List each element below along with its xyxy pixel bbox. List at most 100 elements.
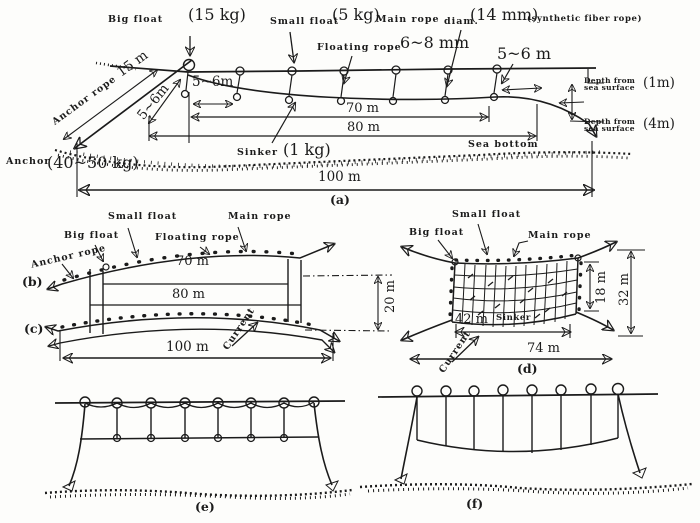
spacing-pointer: [502, 63, 514, 83]
a-sinker-value: (1 kg): [283, 140, 331, 159]
d-label-pointers: [437, 223, 529, 258]
b-panel-tag: (b): [22, 274, 43, 289]
d-current-arrow: [451, 337, 478, 363]
a-dim-80: 80 m: [347, 120, 381, 135]
a-small-float-value: (5 kg): [332, 5, 380, 24]
panel-b-drawing: [48, 226, 393, 334]
depth-4m-tick: [569, 120, 605, 123]
b-centerlines: [302, 274, 393, 332]
f-anchor-legs: [400, 393, 641, 480]
small-floats-surface: [235, 64, 502, 76]
a-big-float-label: Big float: [108, 14, 164, 25]
sea-surface-line: [109, 65, 597, 73]
d-main-rope-label: Main rope: [528, 230, 592, 241]
main-rope-line: [187, 74, 596, 136]
f-lower-rope: [416, 437, 619, 453]
dim-ticks: [76, 104, 593, 197]
floating-rope-connectors: [185, 71, 498, 98]
floating-rope-pointer: [344, 55, 353, 83]
a-depth-deep-line1: Depth from: [584, 117, 636, 126]
d-float-dots-left: [448, 266, 454, 320]
e-panel-tag: (e): [195, 499, 215, 514]
a-depth-shallow-value: (1m): [643, 75, 675, 91]
a-main-rope-label: Main rope: [376, 14, 440, 25]
d-dim-18-ticks: [584, 261, 599, 312]
d-net-hatches: [467, 273, 568, 319]
d-dim-42: 42 m: [455, 312, 489, 327]
e-lower-rings: [112, 433, 289, 443]
a-depth-deep-line2: sea surface: [584, 124, 635, 133]
a-depth-deep-label: Depth from sea surface: [584, 117, 636, 133]
f-floats: [411, 382, 625, 397]
panel-a-drawing: [54, 29, 633, 197]
depth-pointer: [560, 102, 585, 103]
d-small-float-label: Small float: [452, 209, 522, 220]
panel-e-drawing: [44, 396, 353, 500]
a-sinker-label: Sinker: [237, 147, 279, 158]
a-depth-shallow-label: Depth from sea surface: [584, 76, 636, 92]
a-material-note: (synthetic fiber rope): [527, 14, 643, 24]
a-depth-shallow-line2: sea surface: [584, 83, 635, 92]
e-anchor-right: [325, 480, 339, 492]
a-depth-shallow-line1: Depth from: [584, 76, 636, 85]
e-rope-sags: [84, 401, 315, 409]
d-dim-74: 74 m: [527, 341, 561, 356]
f-drop-lines: [416, 394, 619, 453]
c-panel-tag: (c): [24, 321, 44, 336]
e-anchor-left: [61, 480, 76, 492]
a-diam-value: (14 mm): [470, 5, 539, 24]
panel-f-drawing: [359, 382, 693, 495]
d-sinker-label: Sinker: [496, 313, 531, 323]
c-current-arrow: [231, 323, 257, 347]
a-floating-rope-label: Floating rope: [317, 42, 402, 53]
sinker-pointer: [271, 103, 295, 144]
e-surface-line: [54, 400, 346, 404]
f-anchor-right: [631, 467, 647, 479]
b-label-pointers: [61, 226, 246, 278]
a-float-spacing: 5~6 m: [497, 44, 552, 63]
a-anchor-label: Anchor: [6, 156, 51, 167]
e-drop-lines: [116, 408, 285, 438]
c-dim-ticks: [59, 331, 334, 361]
a-panel-tag: (a): [330, 192, 350, 207]
b-big-float-label: Big float: [64, 230, 120, 241]
anchor-rope-dimension: [64, 70, 157, 139]
sinker-rings-on-main-rope: [180, 89, 499, 106]
b-dim-80: 80 m: [172, 287, 206, 302]
panel-d-drawing: [402, 223, 645, 363]
e-sea-bottom-stipple: [44, 488, 353, 500]
d-big-float-right: [574, 254, 582, 262]
a-dim-70: 70 m: [346, 101, 380, 116]
float-spacing-arrow-line: [503, 88, 541, 90]
b-main-rope: [48, 244, 334, 289]
anchor-rope-line: [75, 59, 193, 148]
e-anchor-legs: [68, 402, 333, 487]
d-net-cols: [461, 260, 568, 328]
a-dim-100: 100 m: [318, 169, 361, 185]
a-sea-bottom-label: Sea bottom: [468, 139, 539, 150]
b-small-float-label: Small float: [108, 211, 178, 222]
c-dim-20: 20 m: [383, 279, 398, 313]
small-float-pointer: [290, 31, 294, 62]
d-dim-32: 32 m: [617, 272, 632, 306]
b-frame-bars: [89, 259, 302, 334]
panel-c-drawing: [46, 277, 378, 361]
d-anchor-ropes: [402, 242, 616, 340]
c-rope-lower: [49, 328, 334, 352]
d-dim-42-ticks: [455, 324, 571, 338]
b-main-rope-label: Main rope: [228, 211, 292, 222]
a-depth-deep-value: (4m): [643, 116, 675, 132]
depth-1m-bracket: [587, 69, 604, 84]
f-panel-tag: (f): [466, 496, 484, 511]
d-float-dots-right: [577, 261, 583, 312]
f-anchor-left: [393, 473, 408, 485]
a-anchor-value: (40~50 kg): [47, 153, 139, 172]
d-dim-32-ticks: [617, 249, 645, 337]
e-lower-rope: [79, 436, 319, 440]
d-dim-18: 18 m: [594, 270, 609, 304]
b-floating-rope-label: Floating rope: [155, 232, 240, 243]
sea-bottom-stipple: [54, 148, 633, 172]
a-floating-rope-value: 6~8 mm: [400, 33, 470, 52]
d-big-float-label: Big float: [409, 227, 465, 238]
